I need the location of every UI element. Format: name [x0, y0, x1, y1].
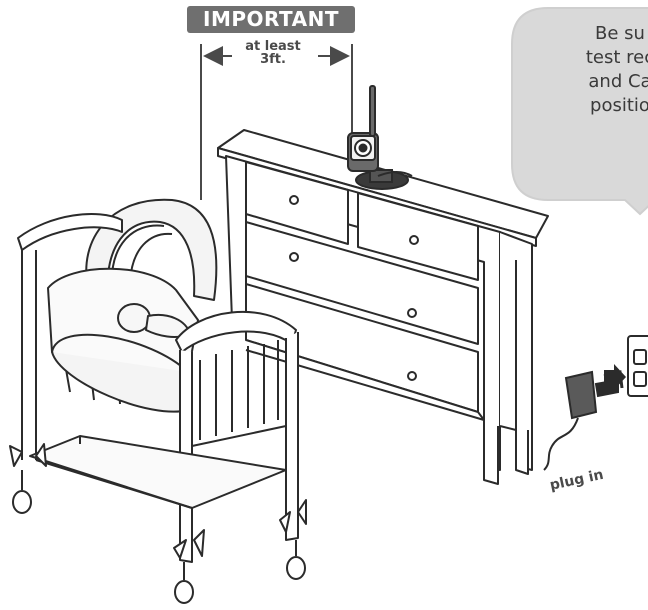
- callout-text: Be su test rec and Ca positio: [520, 22, 648, 118]
- important-badge: IMPORTANT: [187, 6, 355, 33]
- callout-line-3: and Ca: [520, 70, 648, 94]
- power-adapter: [544, 372, 622, 470]
- distance-label-line2: 3ft.: [228, 53, 318, 66]
- distance-label: at least 3ft.: [228, 40, 318, 66]
- wall-outlet: [628, 336, 648, 396]
- callout-line-4: positio: [520, 94, 648, 118]
- callout-line-2: test rec: [520, 46, 648, 70]
- callout-line-1: Be su: [520, 22, 648, 46]
